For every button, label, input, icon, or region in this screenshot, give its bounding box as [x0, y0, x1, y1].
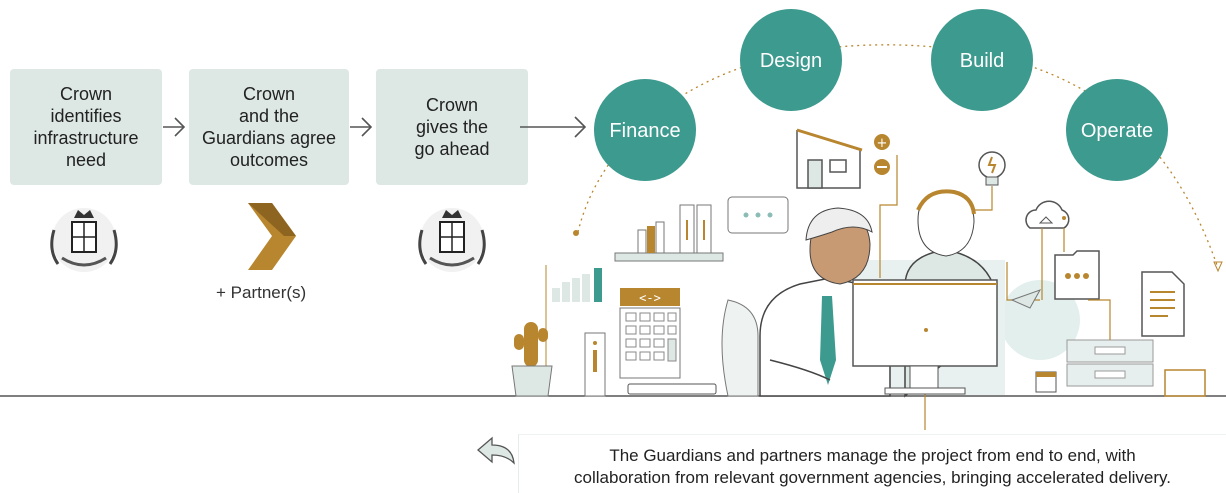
folder-icon	[1054, 250, 1100, 300]
nz-coat-of-arms-icon	[418, 208, 486, 272]
phase-finance: Finance	[594, 79, 696, 181]
phase-build-label: Build	[960, 50, 1004, 72]
svg-text:+: +	[877, 136, 888, 151]
document-icon	[1141, 271, 1185, 337]
flow-arrow-2	[350, 117, 373, 137]
keyboard-icon	[627, 383, 717, 395]
return-arrow-icon	[477, 436, 515, 465]
partner-label: + Partner(s)	[216, 283, 307, 302]
zoom-out-icon	[874, 159, 890, 175]
step-box-agree-outcomes: Crown and the Guardians agree outcomes	[189, 69, 349, 185]
bar-chart-icon	[545, 265, 602, 370]
bookshelf-icon	[614, 204, 724, 262]
arc-start-dot	[573, 230, 579, 236]
phase-finance-label: Finance	[609, 120, 680, 142]
cactus-plant-icon	[511, 322, 553, 397]
step-box-identify-need: Crown identifies infrastructure need	[10, 69, 162, 185]
lightbulb-icon	[978, 151, 1006, 186]
phase-design-label: Design	[760, 50, 822, 72]
triangle-shape-icon	[1010, 289, 1042, 309]
delivery-note-line1: The Guardians and partners manage the pr…	[609, 446, 1136, 465]
flow-arrow-1	[163, 117, 186, 137]
phase-arc	[577, 44, 1219, 269]
arc-end-arrow	[1213, 261, 1223, 273]
house-icon	[796, 128, 863, 189]
phase-operate-label: Operate	[1081, 120, 1153, 142]
cloud-icon	[1025, 200, 1070, 229]
svg-text:<->: <->	[639, 291, 661, 305]
flow-arrow-3	[520, 116, 587, 138]
calculator-icon: <->	[619, 288, 681, 379]
coffee-cup-icon	[1035, 371, 1057, 393]
step-box-go-ahead: Crown gives the go ahead	[376, 69, 528, 185]
computer-monitor-icon	[852, 279, 998, 395]
phase-build: Build	[931, 9, 1033, 111]
office-illustration: +	[511, 128, 1206, 430]
guardians-chevron-logo-icon	[248, 203, 296, 270]
phase-operate: Operate	[1066, 79, 1168, 181]
delivery-note-line2: collaboration from relevant government a…	[574, 468, 1171, 487]
nz-coat-of-arms-icon	[50, 208, 118, 272]
chat-bubble-icon	[727, 196, 789, 234]
info-stand-icon	[584, 332, 606, 397]
phase-design: Design	[740, 9, 842, 111]
zoom-in-icon: +	[874, 134, 890, 151]
delivery-note: The Guardians and partners manage the pr…	[518, 434, 1226, 493]
filing-cabinet-icon	[1066, 339, 1154, 387]
